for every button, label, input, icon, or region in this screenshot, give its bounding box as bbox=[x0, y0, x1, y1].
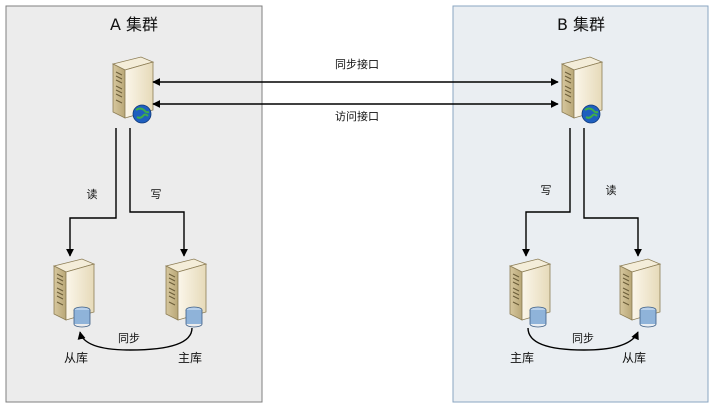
cluster-a-title: A 集群 bbox=[110, 15, 158, 34]
access-interface-label: 访问接口 bbox=[335, 110, 379, 123]
server-with-database-icon bbox=[53, 258, 95, 328]
cluster-a-sync-arrow bbox=[77, 327, 193, 351]
cluster-a-read-label: 读 bbox=[87, 187, 98, 201]
cluster-a-sync-label: 同步 bbox=[118, 332, 140, 345]
cluster-a-read-arrow bbox=[66, 128, 117, 257]
sync-interface-label: 同步接口 bbox=[335, 58, 379, 71]
cluster-b-slave-label: 从库 bbox=[622, 350, 646, 365]
cluster-b-read-label: 读 bbox=[606, 183, 617, 197]
cluster-a-write-label: 写 bbox=[151, 188, 162, 201]
cluster-b-title: B 集群 bbox=[557, 15, 605, 34]
cluster-b-sync-arrow bbox=[527, 327, 639, 351]
cluster-a-write-arrow bbox=[129, 128, 188, 257]
server-with-globe-icon bbox=[561, 56, 603, 124]
cluster-b-master-label: 主库 bbox=[510, 350, 534, 365]
cluster-b-sync-label: 同步 bbox=[572, 332, 594, 345]
cluster-b-read-arrow bbox=[583, 128, 642, 257]
server-with-database-icon bbox=[165, 258, 207, 328]
cluster-b-write-arrow bbox=[522, 128, 571, 257]
server-with-database-icon bbox=[619, 258, 661, 328]
server-with-globe-icon bbox=[112, 56, 154, 124]
cluster-b-write-label: 写 bbox=[541, 184, 552, 197]
cluster-a-master-label: 主库 bbox=[178, 350, 202, 365]
cluster-a-slave-label: 从库 bbox=[64, 350, 88, 365]
server-with-database-icon bbox=[509, 258, 551, 328]
